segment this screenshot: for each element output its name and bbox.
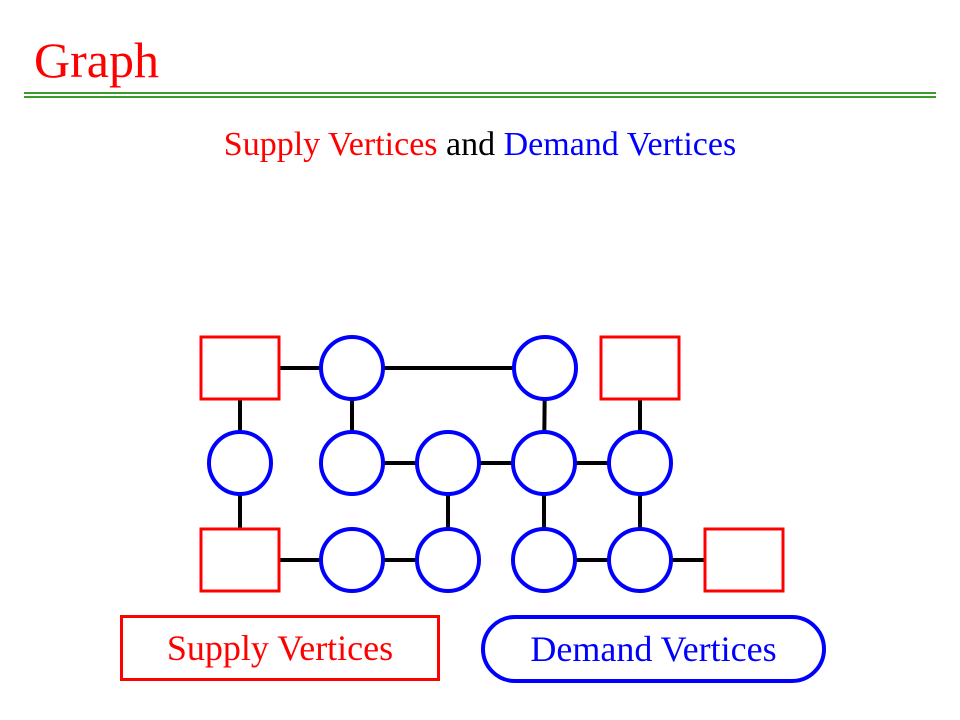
subtitle-demand-text: Demand Vertices [503,126,737,163]
supply-vertex-s2 [599,335,681,401]
slide-title: Graph [34,32,159,88]
demand-vertex-d1 [319,335,385,401]
graph-vertices [199,335,785,593]
supply-vertex-s4 [703,527,785,593]
subtitle-supply-text: Supply Vertices [223,126,438,163]
demand-vertex-d10 [511,527,577,593]
demand-vertex-d2 [512,335,578,401]
title-divider [24,92,936,98]
demand-vertex-d6 [511,430,577,496]
demand-vertex-d11 [607,527,673,593]
supply-vertex-s1 [199,335,281,401]
demand-vertex-d7 [607,430,673,496]
supply-vertex-s3 [199,527,281,593]
demand-vertex-d8 [319,527,385,593]
subtitle-joiner-text: and [446,126,496,163]
demand-vertex-d4 [319,430,385,496]
demand-vertex-d3 [207,430,273,496]
legend-demand-vertices: Demand Vertices [481,615,826,683]
demand-vertex-d9 [415,527,481,593]
demand-vertex-d5 [415,430,481,496]
legend-supply-vertices: Supply Vertices [120,615,440,681]
slide-subtitle: Supply Vertices and Demand Vertices [0,122,960,168]
